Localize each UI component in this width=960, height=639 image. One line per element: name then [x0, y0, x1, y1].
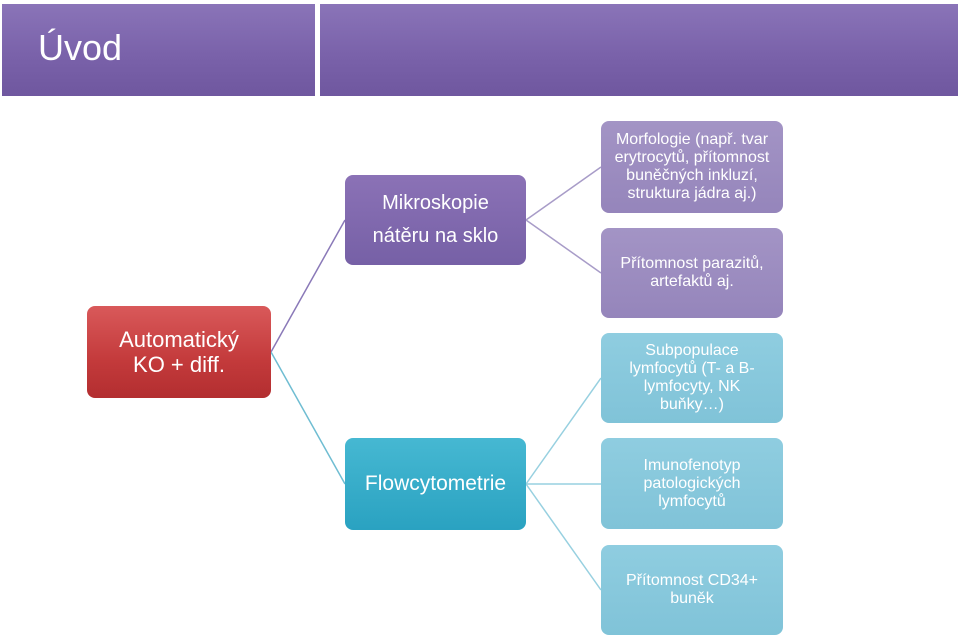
root-node: Automatický KO + diff.: [87, 306, 271, 398]
slide-title: Úvod: [38, 27, 123, 68]
connector-root-to-mikroskopie: [270, 219, 346, 353]
leaf-node-cd34: Přítomnost CD34+ buněk: [601, 545, 783, 635]
branch-node-label: Flowcytometrie: [364, 472, 507, 495]
connector-root-to-flowcytometrie: [270, 351, 346, 485]
leaf-node-label: Imunofenotyp patologických lymfocytů: [643, 456, 741, 510]
branch-node-mikroskopie: Mikroskopie nátěru na sklo: [345, 175, 526, 265]
leaf-node-label: Přítomnost CD34+ buněk: [625, 572, 759, 607]
root-node-label: Automatický KO + diff.: [119, 327, 239, 377]
leaf-node-label: Přítomnost parazitů, artefaktů aj.: [620, 255, 764, 290]
connector-mikroskopie-to-parazity: [525, 219, 602, 274]
connector-flow-to-subpopulace: [525, 377, 602, 485]
title-bar: Úvod: [2, 4, 315, 96]
branch-node-flowcytometrie: Flowcytometrie: [345, 438, 526, 530]
connector-mikroskopie-to-morfologie: [525, 166, 602, 221]
leaf-node-label: Subpopulace lymfocytů (T- a B- lymfocyty…: [629, 342, 755, 413]
leaf-node-parazity: Přítomnost parazitů, artefaktů aj.: [601, 228, 783, 318]
connector-flow-to-cd34: [525, 483, 602, 591]
leaf-node-morfologie: Morfologie (např. tvar erytrocytů, příto…: [601, 121, 783, 213]
branch-node-label: Mikroskopie nátěru na sklo: [372, 192, 499, 247]
leaf-node-imunofenotyp: Imunofenotyp patologických lymfocytů: [601, 438, 783, 529]
leaf-node-subpopulace: Subpopulace lymfocytů (T- a B- lymfocyty…: [601, 333, 783, 423]
title-bar-right: [320, 4, 958, 96]
leaf-node-label: Morfologie (např. tvar erytrocytů, příto…: [614, 131, 770, 202]
